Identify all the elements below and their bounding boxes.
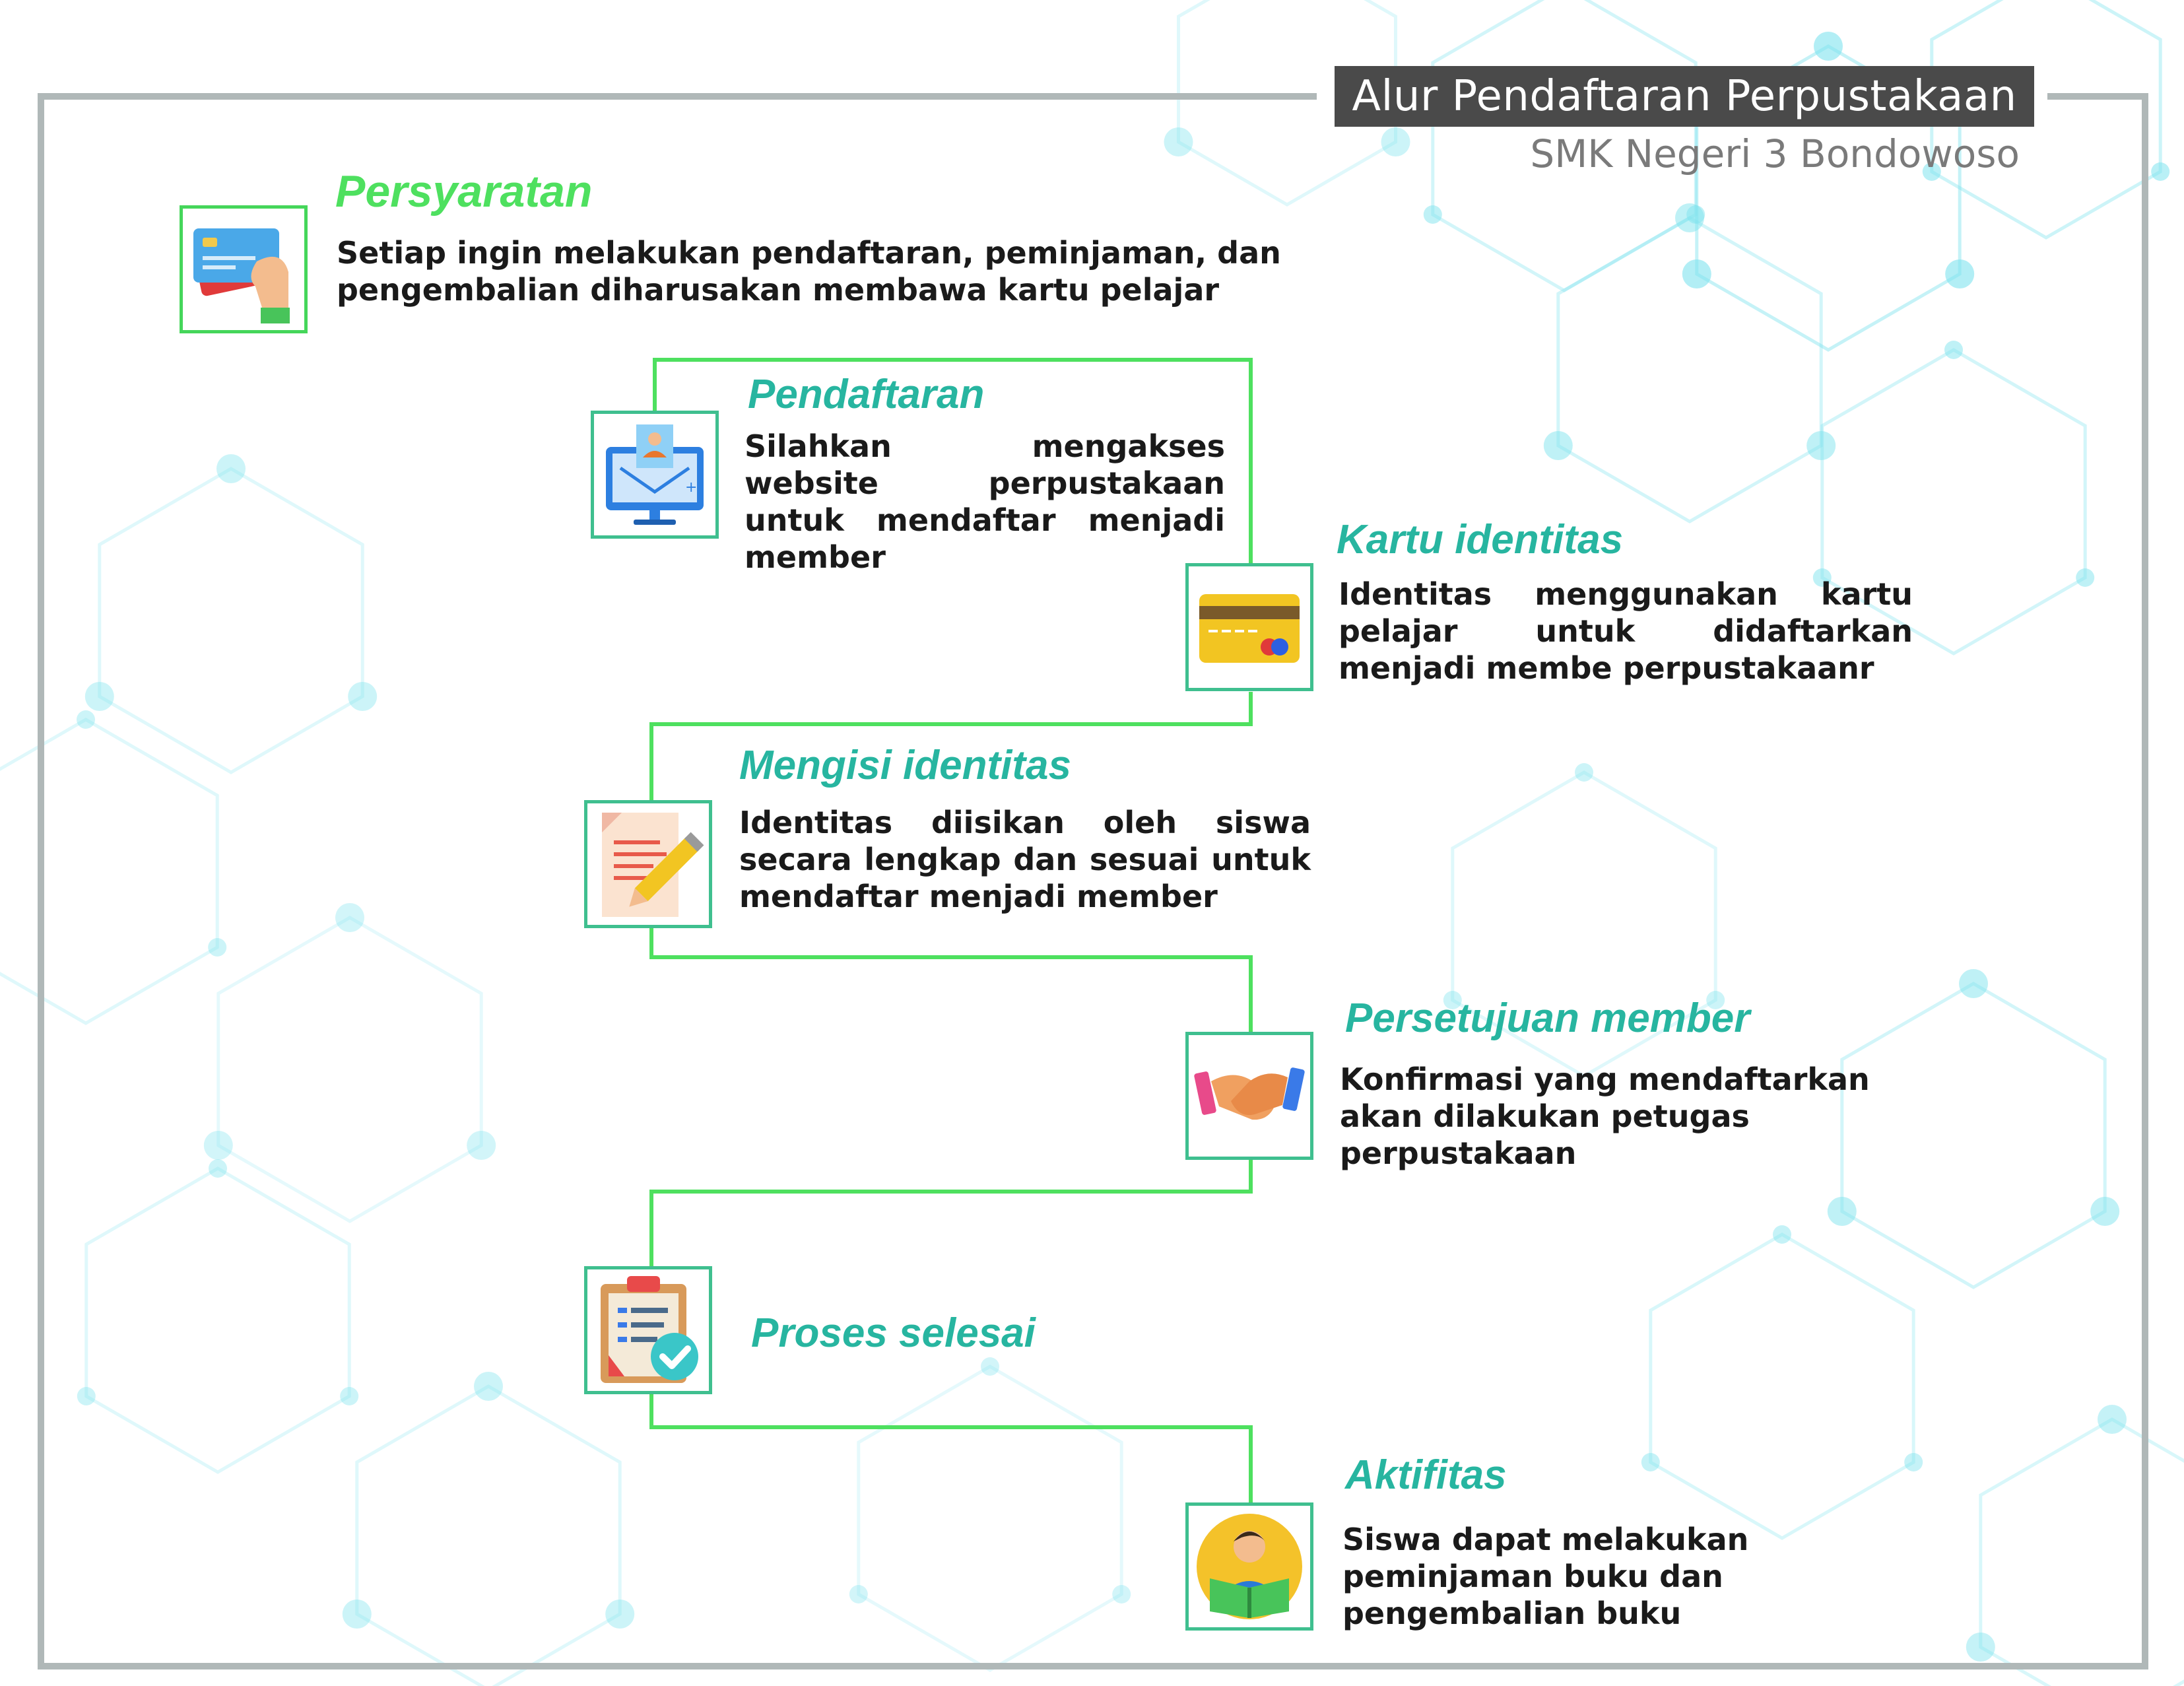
background-node-dot — [1814, 32, 1843, 61]
step-icon-box-aktifitas — [1185, 1502, 1313, 1631]
step-desc-persetujuan-member: Konfirmasi yang mendaftarkan akan dilaku… — [1340, 1062, 1870, 1171]
background-hexagon — [216, 916, 483, 1223]
background-node-dot — [340, 1387, 359, 1405]
background-node-dot — [348, 682, 378, 711]
id-card-in-hand-icon — [193, 228, 290, 323]
background-hexagon — [355, 1384, 622, 1686]
background-node-dot — [2090, 1197, 2120, 1226]
background-node-dot — [605, 1600, 635, 1629]
page-subtitle: SMK Negeri 3 Bondowoso — [1530, 131, 2020, 176]
computer-registration-icon: + — [606, 424, 704, 525]
background-node-dot — [1164, 127, 1193, 156]
background-hexagon — [1649, 1232, 1915, 1540]
background-node-dot — [335, 903, 364, 932]
background-node-dot — [474, 1372, 503, 1401]
background-hexagon — [1431, 0, 1698, 292]
background-node-dot — [981, 1357, 999, 1376]
reading-person-icon — [1197, 1514, 1302, 1619]
background-node-dot — [1543, 431, 1573, 460]
background-node-dot — [1706, 991, 1725, 1009]
background-node-dot — [208, 938, 227, 957]
background-hexagon — [98, 467, 364, 774]
header-title-box — [1335, 66, 2034, 127]
background-node-dot — [1827, 1197, 1857, 1226]
svg-text:+: + — [685, 479, 697, 496]
step-title-proses-selesai: Proses selesai — [751, 1310, 1036, 1356]
step-title-mengisi-identitas: Mengisi identitas — [739, 743, 1071, 788]
background-node-dot — [1773, 1225, 1791, 1244]
step-desc-persyaratan: Setiap ingin melakukan pendaftaran, pemi… — [337, 235, 1281, 308]
background-hexagon — [857, 1365, 1123, 1672]
background-node-dot — [849, 1585, 868, 1603]
background-node-dot — [1575, 763, 1593, 782]
background-hexagon — [84, 1166, 351, 1474]
background-node-dot — [1966, 1633, 1995, 1662]
background-node-dot — [1381, 127, 1410, 156]
background-node-dot — [342, 1600, 372, 1629]
background-node-dot — [1112, 1585, 1131, 1603]
step-title-persetujuan-member: Persetujuan member — [1345, 995, 1750, 1041]
background-hexagon — [0, 718, 219, 1025]
step-desc-pendaftaran: Silahkan mengakses website perpustakaan … — [745, 428, 1225, 575]
step-icon-box-persyaratan — [180, 205, 308, 333]
background-node-dot — [1945, 259, 1975, 288]
step-title-aktifitas: Aktifitas — [1345, 1452, 1507, 1498]
page-title: Alur Pendaftaran Perpustakaan — [1352, 72, 2017, 121]
background-node-dot — [1682, 259, 1711, 288]
background-node-dot — [84, 682, 114, 711]
background-hexagon — [1556, 216, 1823, 523]
background-node-dot — [203, 1131, 233, 1160]
background-hexagon — [1451, 770, 1717, 1078]
background-node-dot — [1922, 162, 1941, 181]
background-node-dot — [1959, 969, 1988, 998]
background-hexagon — [1840, 982, 2107, 1289]
background-node-dot — [77, 710, 95, 729]
background-node-dot — [77, 1387, 96, 1405]
background-node-dot — [467, 1131, 496, 1160]
background-hexagon — [1177, 0, 1397, 207]
background-hexagon — [1930, 0, 2162, 240]
background-node-dot — [1423, 205, 1442, 224]
step-icon-box-pendaftaran: + — [591, 411, 719, 539]
step-title-kartu-identitas: Kartu identitas — [1337, 517, 1624, 562]
background-node-dot — [216, 454, 246, 483]
step-icon-box-persetujuan-member — [1185, 1032, 1313, 1160]
step-desc-mengisi-identitas: Identitas diisikan oleh siswa secara len… — [739, 805, 1311, 914]
step-desc-kartu-identitas: Identitas menggunakan kartu pelajar untu… — [1339, 576, 1913, 686]
background-hexagon — [1979, 1417, 2184, 1686]
step-icon-box-kartu-identitas — [1185, 563, 1313, 691]
background-node-dot — [209, 1159, 227, 1178]
background-node-dot — [2076, 568, 2095, 587]
form-pencil-icon — [602, 813, 704, 917]
step-icon-box-mengisi-identitas — [584, 800, 712, 928]
background-node-dot — [1812, 568, 1832, 587]
handshake-icon — [1194, 1067, 1305, 1120]
step-title-persyaratan: Persyaratan — [335, 166, 593, 217]
background-node-dot — [2151, 162, 2170, 181]
step-icon-box-proses-selesai — [584, 1266, 712, 1394]
clipboard-check-icon — [601, 1276, 698, 1383]
background-node-dot — [1806, 431, 1836, 460]
background-node-dot — [1443, 991, 1462, 1009]
credit-card-icon — [1199, 594, 1300, 663]
background-node-dot — [1675, 203, 1704, 232]
background-node-dot — [1904, 1453, 1923, 1471]
background-hexagon — [1820, 348, 2087, 656]
background-node-dot — [1944, 341, 1963, 359]
step-desc-aktifitas: Siswa dapat melakukan peminjaman buku da… — [1342, 1522, 1749, 1631]
background-node-dot — [2098, 1405, 2127, 1434]
background-node-dot — [1641, 1453, 1660, 1471]
step-title-pendaftaran: Pendaftaran — [748, 372, 985, 417]
